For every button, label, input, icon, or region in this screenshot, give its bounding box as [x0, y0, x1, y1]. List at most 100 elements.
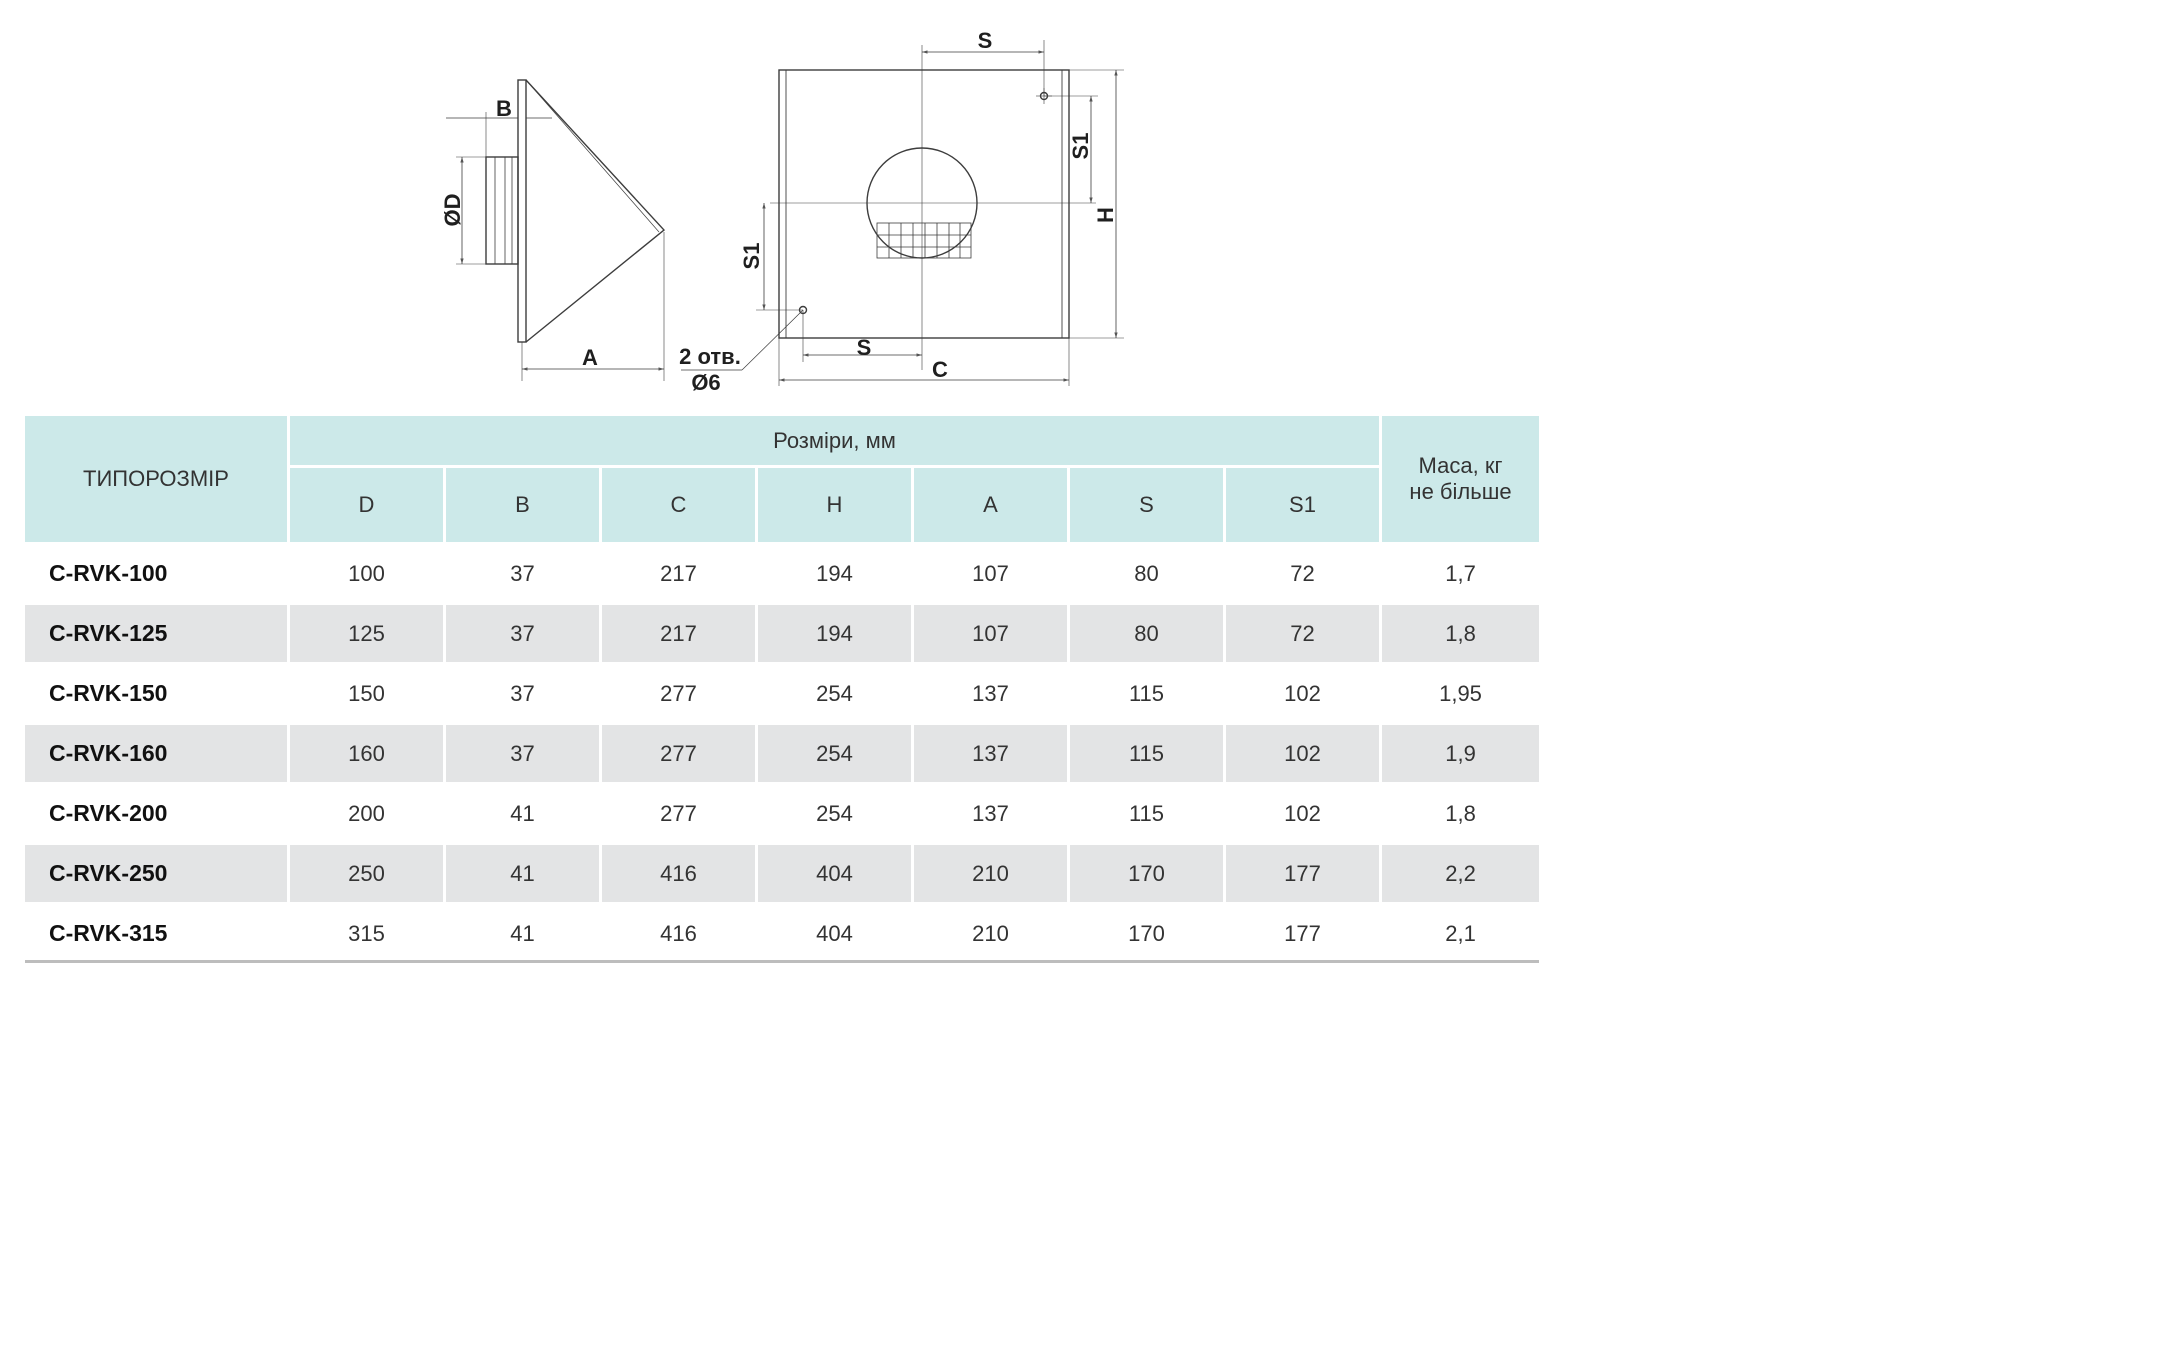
label-h: H — [1093, 207, 1118, 223]
cell-b: 41 — [446, 845, 599, 902]
cell-mass: 1,7 — [1445, 560, 1476, 586]
label-b: B — [496, 96, 512, 121]
label-s-top: S — [978, 28, 993, 53]
spec-table: ТИПОРОЗМІР Розміри, мм Маса, кг не більш… — [22, 413, 1542, 965]
cell-s1: 102 — [1226, 725, 1380, 782]
header-col-a: A — [914, 468, 1067, 542]
header-mass: Маса, кг не більше — [1382, 416, 1540, 542]
row-model-name: C-RVK-250 — [25, 845, 287, 902]
cell-h: 254 — [758, 725, 911, 782]
cell-b: 41 — [510, 800, 535, 826]
cell-mass: 1,95 — [1439, 680, 1482, 706]
flange-plate — [517, 79, 527, 343]
cell-s1: 72 — [1226, 605, 1380, 662]
cell-s1: 72 — [1290, 560, 1315, 586]
cell-mass: 1,9 — [1382, 725, 1540, 782]
label-c: C — [932, 357, 948, 382]
header-mass-line2: не більше — [1409, 479, 1512, 504]
table-row: C-RVK-160 160 37 277 254 137 115 102 1,9 — [25, 725, 1540, 782]
cell-c: 277 — [602, 725, 755, 782]
cell-a: 210 — [972, 920, 1009, 946]
cell-s: 170 — [1070, 845, 1223, 902]
cell-h: 254 — [816, 800, 853, 826]
side-view — [446, 79, 666, 381]
cell-a: 137 — [972, 680, 1009, 706]
cell-a: 107 — [972, 560, 1009, 586]
grille — [876, 222, 972, 259]
cell-s1: 177 — [1284, 920, 1321, 946]
cell-s1: 102 — [1284, 800, 1321, 826]
cell-mass: 1,8 — [1382, 605, 1540, 662]
label-hole-diameter: Ø6 — [691, 370, 720, 395]
label-d: ØD — [440, 194, 465, 227]
cell-d: 200 — [348, 800, 385, 826]
cell-c: 416 — [660, 920, 697, 946]
row-model-name: C-RVK-160 — [25, 725, 287, 782]
table-row: C-RVK-125 125 37 217 194 107 80 72 1,8 — [25, 605, 1540, 662]
cell-c: 416 — [602, 845, 755, 902]
cell-c: 217 — [660, 560, 697, 586]
cell-a: 107 — [914, 605, 1067, 662]
cell-d: 150 — [348, 680, 385, 706]
cell-d: 250 — [290, 845, 443, 902]
cell-d: 160 — [290, 725, 443, 782]
cell-b: 37 — [510, 560, 535, 586]
cell-s: 115 — [1070, 725, 1223, 782]
label-s-bottom: S — [857, 335, 872, 360]
cell-h: 404 — [816, 920, 853, 946]
header-col-c: C — [602, 468, 755, 542]
cell-a: 210 — [914, 845, 1067, 902]
table-row: C-RVK-200 200 41 277 254 137 115 102 1,8 — [25, 785, 1539, 842]
label-s1-right: S1 — [1068, 133, 1093, 160]
header-col-b: B — [446, 468, 599, 542]
cell-s1: 177 — [1226, 845, 1380, 902]
cell-mass: 2,1 — [1445, 920, 1476, 946]
cell-b: 41 — [510, 920, 535, 946]
header-dimensions-group: Розміри, мм — [290, 416, 1380, 465]
header-mass-line1: Маса, кг — [1418, 453, 1503, 478]
cell-d: 315 — [348, 920, 385, 946]
table-row: C-RVK-250 250 41 416 404 210 170 177 2,2 — [25, 845, 1540, 902]
cell-s: 80 — [1070, 605, 1223, 662]
row-model-name: C-RVK-200 — [49, 800, 168, 826]
cell-s1: 102 — [1284, 680, 1321, 706]
spigot — [485, 156, 519, 265]
cell-b: 37 — [446, 605, 599, 662]
cell-mass: 2,2 — [1382, 845, 1540, 902]
cell-s: 115 — [1128, 680, 1165, 706]
row-model-name: C-RVK-150 — [49, 680, 168, 706]
cell-mass: 1,8 — [1445, 800, 1476, 826]
cell-s: 170 — [1128, 920, 1165, 946]
cell-s: 80 — [1134, 560, 1159, 586]
header-col-h: H — [758, 468, 911, 542]
cell-s: 115 — [1128, 800, 1165, 826]
table-row: C-RVK-100 100 37 217 194 107 80 72 1,7 — [25, 545, 1539, 602]
cell-h: 254 — [816, 680, 853, 706]
row-model-name: C-RVK-125 — [25, 605, 287, 662]
label-a: A — [582, 345, 598, 370]
drawing-svg: B ØD A 2 отв. Ø6 S S S1 S1 H C — [440, 28, 1124, 395]
cell-b: 37 — [446, 725, 599, 782]
row-model-name: C-RVK-100 — [49, 560, 168, 586]
cell-c: 277 — [660, 800, 697, 826]
bottom-divider — [25, 960, 1539, 963]
front-view — [681, 40, 1124, 386]
header-model: ТИПОРОЗМІР — [25, 416, 287, 542]
technical-drawing: B ØD A 2 отв. Ø6 S S S1 S1 H C — [0, 0, 1568, 410]
header-col-s: S — [1070, 468, 1223, 542]
cell-d: 100 — [348, 560, 385, 586]
table-row: C-RVK-315 315 41 416 404 210 170 177 2,1 — [25, 905, 1539, 962]
cell-c: 277 — [660, 680, 697, 706]
row-model-name: C-RVK-315 — [49, 920, 168, 946]
hood — [525, 79, 666, 343]
front-plate — [778, 69, 1070, 339]
header-col-s1: S1 — [1226, 468, 1380, 542]
cell-c: 217 — [602, 605, 755, 662]
header-col-d: D — [290, 468, 443, 542]
label-s1-left: S1 — [739, 243, 764, 270]
cell-h: 404 — [758, 845, 911, 902]
cell-h: 194 — [758, 605, 911, 662]
table-row: C-RVK-150 150 37 277 254 137 115 102 1,9… — [25, 665, 1539, 722]
cell-b: 37 — [510, 680, 535, 706]
label-holes: 2 отв. — [679, 344, 741, 369]
